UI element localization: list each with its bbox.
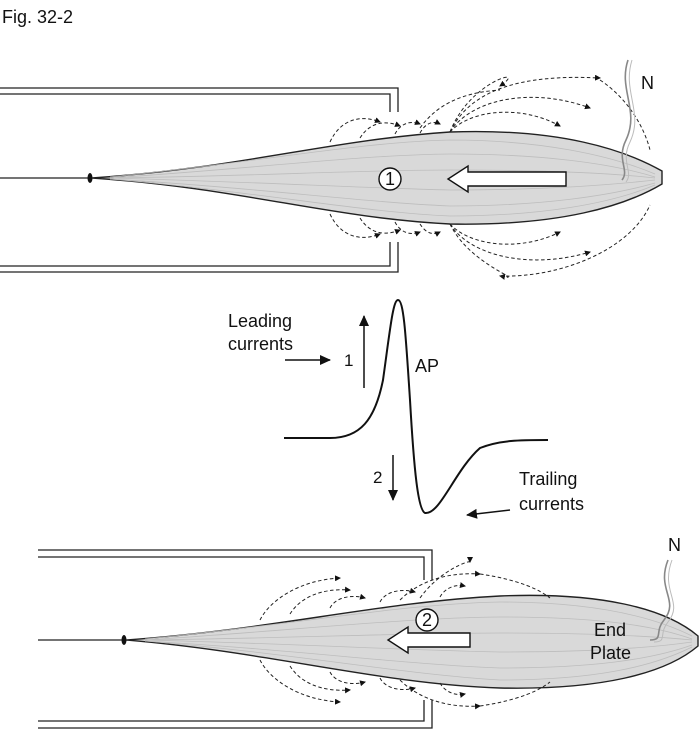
- bottom-step-circle: [415, 608, 439, 632]
- bottom-nerve: [649, 559, 671, 641]
- top-current-field-lines: [329, 74, 651, 280]
- upstroke-number: 1: [344, 351, 353, 370]
- trailing-label-line1: Trailing: [519, 469, 577, 489]
- bottom-tendon-knot: [121, 635, 127, 645]
- end-plate-label-line2: Plate: [590, 643, 631, 663]
- top-nerve-label: N: [641, 73, 654, 93]
- top-propagation-arrow: [446, 164, 567, 194]
- bottom-fibre-striations: [144, 601, 693, 681]
- top-step-circle: [378, 167, 402, 191]
- bottom-step-number: 2: [422, 610, 432, 630]
- bottom-current-field-lines: [259, 556, 551, 710]
- action-potential-trace: [284, 298, 549, 514]
- leading-label-line1: Leading: [228, 311, 292, 331]
- bottom-propagation-arrow: [386, 625, 471, 655]
- top-fibre-striations: [109, 139, 656, 217]
- bottom-electrode-tube: [38, 549, 433, 729]
- leading-label-line2: currents: [228, 334, 293, 354]
- downstroke-number: 2: [373, 468, 382, 487]
- top-muscle-fibre: [91, 130, 663, 225]
- trailing-currents-arrow: [466, 508, 511, 519]
- middle-panel: Leading currents 1 AP 2 Trailing current…: [228, 298, 584, 519]
- trailing-label-line2: currents: [519, 494, 584, 514]
- figure-label: Fig. 32-2: [2, 7, 73, 27]
- top-panel: N 1: [0, 59, 663, 280]
- bottom-panel: N 2 End Plate: [38, 535, 699, 729]
- top-step-number: 1: [385, 169, 395, 189]
- ap-label: AP: [415, 356, 439, 376]
- top-electrode-tube: [0, 87, 399, 273]
- top-nerve: [621, 59, 632, 181]
- top-tendon-knot: [87, 173, 93, 183]
- end-plate-label-line1: End: [594, 620, 626, 640]
- bottom-nerve-label: N: [668, 535, 681, 555]
